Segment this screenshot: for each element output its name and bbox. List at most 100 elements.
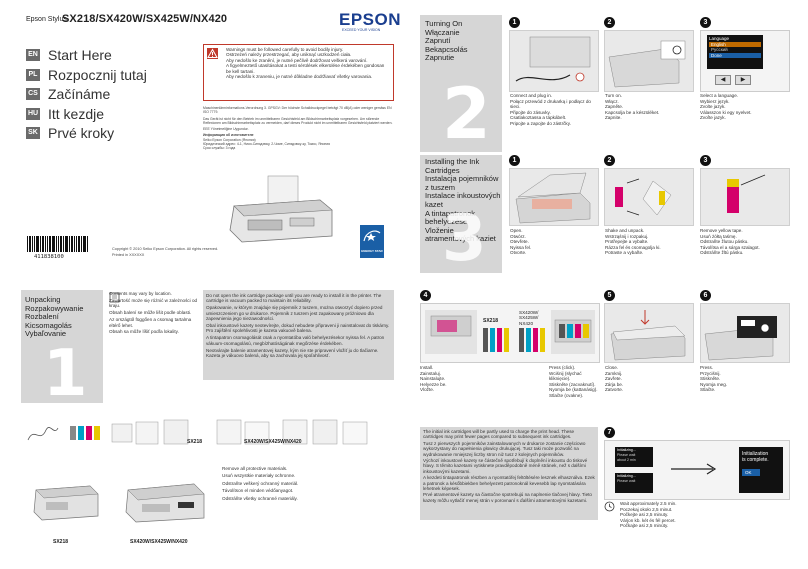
caption-line: Zamknij. xyxy=(605,370,623,376)
warning-box: Warnings must be followed carefully to a… xyxy=(203,44,394,101)
warning-line: Ostrzeżeń należy przestrzegać, aby unikn… xyxy=(226,52,352,58)
warning-line: Aby nedošlo ke zranění, je nutné pečlivě… xyxy=(226,57,368,63)
substep-caption: Install. Zainstaluj. Nainstalujte. Helye… xyxy=(420,365,508,393)
legal-line: Юридический адрес: 4-1, Ниси-Синздзюку, … xyxy=(203,142,330,147)
caption-line: Shake and unpack. xyxy=(605,228,645,233)
manual-sx218 xyxy=(213,418,283,448)
caption-line: Stiskněte (zacvaknutí). xyxy=(549,381,596,387)
lang-title: Rozpocznij tutaj xyxy=(48,66,147,83)
lcd-line: is complete. xyxy=(742,457,769,463)
install-label: SX218 xyxy=(483,318,499,324)
lang-code: EN xyxy=(26,49,40,61)
ink-warning-text: Do not open the ink cartridge package un… xyxy=(206,293,390,358)
press-click-caption: Press (click). Wciśnij (słychać kliknięc… xyxy=(549,365,601,399)
note-line: Zawartość może się różnić w zależności o… xyxy=(109,297,198,309)
caption-line: Nainstalujte. xyxy=(420,376,446,382)
step-number: 3 xyxy=(442,202,487,276)
charge-note-line: Prvé atramentové kazety sa čiastočne spo… xyxy=(423,492,592,503)
left-arrow-button[interactable]: ◀ xyxy=(715,75,731,85)
remove-line: Odstráňte všetky ochranné materiály. xyxy=(222,495,298,501)
caption-line: Válasszon ki egy nyelvet. xyxy=(700,109,752,115)
ink-warning-pane: Do not open the ink cartridge package un… xyxy=(203,290,394,380)
caption-line: Počkajte asi 2,5 minúty. xyxy=(620,523,669,529)
caption-line: Zavřete. xyxy=(605,376,622,382)
model-label: SX218 xyxy=(53,539,69,545)
caption-line: Počkejte asi 2,5 minuty. xyxy=(620,512,669,518)
substep-number: 7 xyxy=(604,427,615,438)
unpacking-title: Rozpakowywanie xyxy=(25,303,84,313)
step-number: 1 xyxy=(43,337,88,411)
caption-line: Nyomja meg. xyxy=(700,381,728,387)
caption-line: Připojte do zásuvky. xyxy=(510,109,551,115)
lcd-line: Please wait xyxy=(617,479,636,484)
cartridge-bay-sx420w xyxy=(551,310,595,354)
caption-line: Open. xyxy=(510,228,523,233)
caption-line: Connect and plug in. xyxy=(510,93,553,98)
caption-line: Pripojte a zapojte do zástrčky. xyxy=(510,120,571,126)
caption-line: Nyissa fel. xyxy=(510,244,532,250)
caption-line: Przyciśnij. xyxy=(700,370,721,376)
caption-line: Wybierz język. xyxy=(700,98,730,104)
substep-number: 5 xyxy=(604,290,615,301)
turning-on-title: Bekapcsolás xyxy=(425,44,468,54)
lcd-panel: Language English Русский Done ◀ ▶ xyxy=(700,30,790,92)
lcd-ok-button[interactable]: OK xyxy=(742,469,760,476)
lcd-initializing: Initializing... Please wait about 2 min xyxy=(615,447,653,467)
caption-line: Csatlakoztassa a tápkábelt. xyxy=(510,115,567,121)
substep-caption: Press. Przyciśnij. Stiskněte. Nyomja meg… xyxy=(700,365,788,393)
warning-line: Warnings must be followed carefully to a… xyxy=(226,47,344,52)
installing-title: Instalace inkoustových kazet xyxy=(425,191,501,209)
caption-line: Zapnite. xyxy=(605,115,622,121)
substep-number: 1 xyxy=(509,155,520,166)
lcd-complete: Initialization is complete. OK xyxy=(739,447,783,493)
lcd-line: about 2 min xyxy=(617,457,636,462)
lcd-selected-option: English xyxy=(709,42,761,47)
note-line: Contents may vary by location. xyxy=(109,291,172,296)
lang-code: CS xyxy=(26,88,40,100)
manual-sx420w xyxy=(279,418,379,448)
installing-title: Instalacja pojemników z tuszem xyxy=(425,174,499,192)
legal-line: EEE Yönetmeliğine Uygundur. xyxy=(203,127,249,132)
printer-sx420w-illustration xyxy=(122,470,210,532)
lcd-line: Initializing... xyxy=(617,474,636,478)
caption-line: Press (click). xyxy=(549,365,576,370)
caption-line: Otevřete. xyxy=(510,239,529,245)
lang-title: Itt kezdje xyxy=(48,105,105,122)
right-arrow-button[interactable]: ▶ xyxy=(735,75,751,85)
lang-title: Začínáme xyxy=(48,86,111,102)
caption-line: Turn on. xyxy=(605,93,622,98)
printer-sx218-illustration xyxy=(30,472,102,532)
installing-title: Installing the Ink Cartridges xyxy=(425,157,480,175)
step-number: 2 xyxy=(442,73,491,155)
epson-logo: EPSON xyxy=(339,10,402,29)
install-cartridges-photo: SX218 SX420W/ SX425W/ NX420 xyxy=(420,303,600,363)
lang-en: EN Start Here xyxy=(26,46,147,64)
caption-line: Remove yellow tape. xyxy=(700,228,743,233)
caption-line: Stiskněte. xyxy=(700,376,721,382)
unpacking-title: Vybaľovanie xyxy=(25,329,67,339)
ink-warning-line: Opakowanie, w którym znajduje się pojemn… xyxy=(206,305,383,322)
substep-caption: Open. Otwórz. Otevřete. Nyissa fel. Otvo… xyxy=(510,228,598,256)
turning-on-pane: Turning On Włączanie Zapnutí Bekapcsolás… xyxy=(420,15,502,152)
lcd-option: Русский xyxy=(711,47,728,52)
remove-line: Remove all protective materials. xyxy=(222,466,288,471)
legal-line: Seiko Epson Corporation (Япония) xyxy=(203,137,256,142)
charge-note-line: Tusz z pierwszych pojemników zainstalowa… xyxy=(423,440,586,457)
turn-on-photo xyxy=(604,30,694,92)
lang-code: HU xyxy=(26,107,40,120)
note-icon xyxy=(109,292,120,303)
lang-title: Start Here xyxy=(48,47,112,63)
caption-line: Install. xyxy=(420,365,434,370)
shake-photo xyxy=(604,168,694,226)
ink-warning-line: Neotvárajte balenie atramentovej kazety,… xyxy=(206,347,379,359)
hourglass-arrow-icon xyxy=(669,459,723,479)
cartridge-bay-sx218 xyxy=(425,310,477,354)
installing-title: A tintapatronok behelyezése xyxy=(425,208,476,227)
substep-caption: Select a language. Wybierz język. Zvolte… xyxy=(700,93,788,121)
turning-on-titles: Turning On Włączanie Zapnutí Bekapcsolás… xyxy=(425,19,468,63)
caption-line: Poczekaj około 2,5 minut. xyxy=(620,506,673,512)
installing-titles: Installing the Ink Cartridges Instalacja… xyxy=(425,157,501,244)
installing-pane: Installing the Ink Cartridges Instalacja… xyxy=(420,155,502,273)
